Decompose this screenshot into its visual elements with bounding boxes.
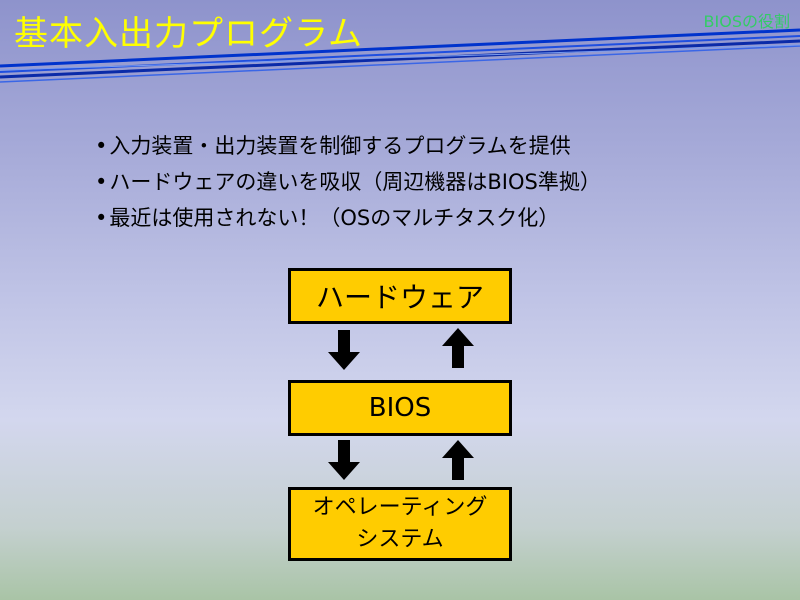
slide-title: 基本入出力プログラム	[14, 14, 363, 54]
bullet-item: 最近は使用されない！（OSのマルチタスク化）	[95, 200, 601, 236]
arrow-up-icon	[442, 440, 474, 480]
bios-box: BIOS	[288, 380, 512, 436]
hardware-box: ハードウェア	[288, 268, 512, 324]
header-stripes	[0, 28, 800, 83]
bullet-item: ハードウェアの違いを吸収（周辺機器はBIOS準拠）	[95, 164, 600, 200]
bullet-item: 入力装置・出力装置を制御するプログラムを提供	[95, 128, 601, 164]
corner-label: BIOSの役割	[703, 12, 790, 31]
bullet-list: 入力装置・出力装置を制御するプログラムを提供 ハードウェアの違いを吸収（周辺機器…	[95, 128, 601, 236]
arrow-down-icon	[328, 440, 360, 480]
arrow-up-icon	[442, 328, 474, 368]
arrow-down-icon	[328, 330, 360, 370]
os-box: オペレーティング システム	[288, 487, 512, 561]
